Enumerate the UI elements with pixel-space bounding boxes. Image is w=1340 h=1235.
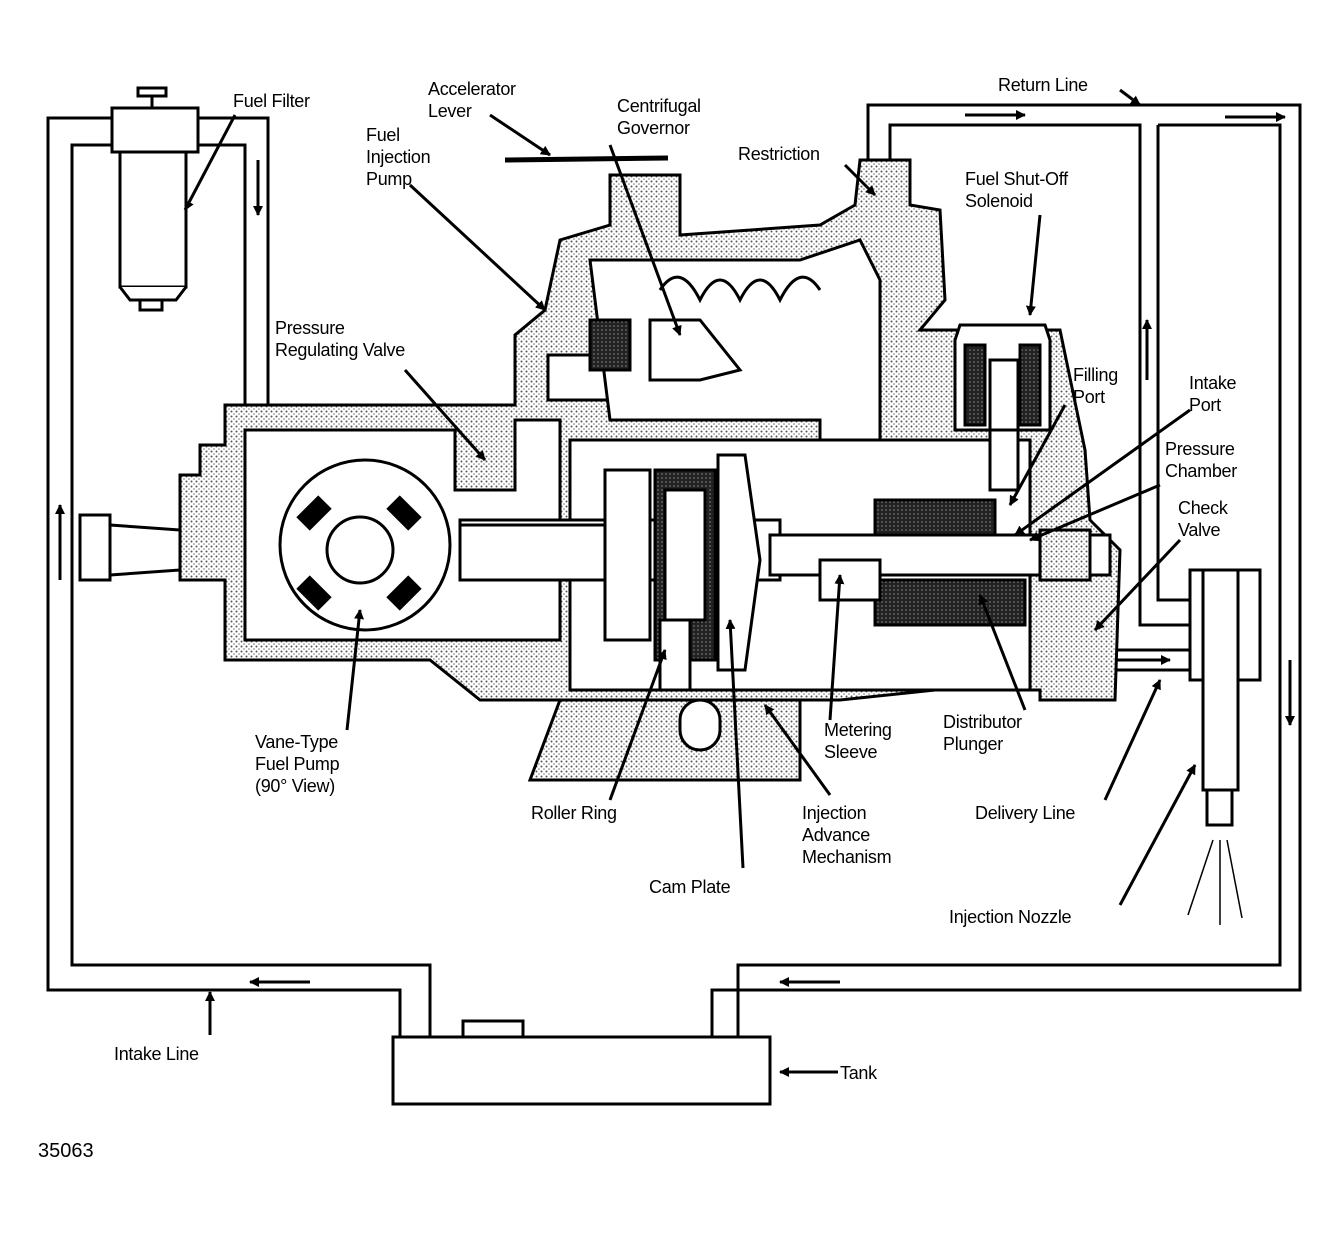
label-distributor-plunger: Distributor Plunger <box>943 712 1022 754</box>
leader-restriction <box>843 163 877 197</box>
figure-number: 35063 <box>38 1140 94 1162</box>
fuel-shutoff-solenoid <box>953 323 1052 492</box>
label-intake-port: Intake Port <box>1189 373 1237 415</box>
accelerator-lever <box>504 155 669 163</box>
label-fuel-shutoff-solenoid: Fuel Shut-Off Solenoid <box>965 169 1068 211</box>
vane-pump <box>278 458 452 632</box>
label-injection-advance-mechanism: Injection Advance Mechanism <box>802 803 892 867</box>
leader-return-line <box>1119 88 1141 107</box>
label-fuel-filter: Fuel Filter <box>233 91 310 111</box>
flow-arrows <box>55 110 1295 987</box>
leader-injection-advance <box>763 704 832 796</box>
label-metering-sleeve: Metering Sleeve <box>824 720 892 762</box>
leader-filling-port <box>1008 404 1067 506</box>
label-check-valve: Check Valve <box>1178 498 1228 540</box>
leader-intake-port <box>1014 408 1191 537</box>
leader-pressure-chamber <box>1029 483 1161 542</box>
label-injection-nozzle: Injection Nozzle <box>949 907 1072 927</box>
leader-fuel-filter <box>183 114 237 211</box>
leader-fuel-shutoff-solenoid <box>1025 214 1042 316</box>
label-fuel-injection-pump: Fuel Injection Pump <box>366 125 431 189</box>
label-cam-plate: Cam Plate <box>649 877 731 897</box>
label-intake-line: Intake Line <box>114 1044 199 1064</box>
leader-injection-nozzle <box>1118 764 1197 906</box>
leader-roller-ring <box>608 649 667 801</box>
leader-metering-sleeve <box>828 574 845 721</box>
cam-assembly <box>603 453 762 752</box>
leader-pressure-regulating-valve <box>403 369 487 461</box>
label-centrifugal-governor: Centrifugal Governor <box>617 96 701 138</box>
return-line <box>710 103 1302 1040</box>
leader-vane-pump <box>345 609 365 731</box>
label-pressure-chamber: Pressure Chamber <box>1165 439 1237 481</box>
fuel-tank <box>391 1019 772 1106</box>
intake-line <box>46 116 432 1040</box>
label-filling-port: Filling Port <box>1073 365 1118 407</box>
label-return-line: Return Line <box>998 75 1088 95</box>
label-roller-ring: Roller Ring <box>531 803 617 823</box>
distributor-plunger <box>768 498 1112 627</box>
label-pressure-regulating-valve: Pressure Regulating Valve <box>275 318 405 360</box>
injection-nozzle <box>1187 568 1262 925</box>
label-vane-type-fuel-pump: Vane-Type Fuel Pump (90° View) <box>255 732 340 796</box>
leader-accelerator-lever <box>489 113 551 157</box>
leader-delivery-line <box>1103 679 1162 801</box>
leader-check-valve <box>1093 538 1182 632</box>
leader-centrifugal-governor <box>608 144 682 336</box>
leader-fuel-injection-pump <box>408 183 547 312</box>
label-restriction: Restriction <box>738 144 820 164</box>
leader-cam-plate <box>725 619 745 869</box>
drive-shaft <box>78 513 612 582</box>
leader-lines <box>183 88 1197 1077</box>
fuel-filter <box>110 86 200 312</box>
label-delivery-line: Delivery Line <box>975 803 1076 823</box>
label-accelerator-lever: Accelerator Lever <box>428 79 516 121</box>
leader-distributor-plunger <box>978 594 1027 711</box>
label-tank: Tank <box>840 1063 877 1083</box>
